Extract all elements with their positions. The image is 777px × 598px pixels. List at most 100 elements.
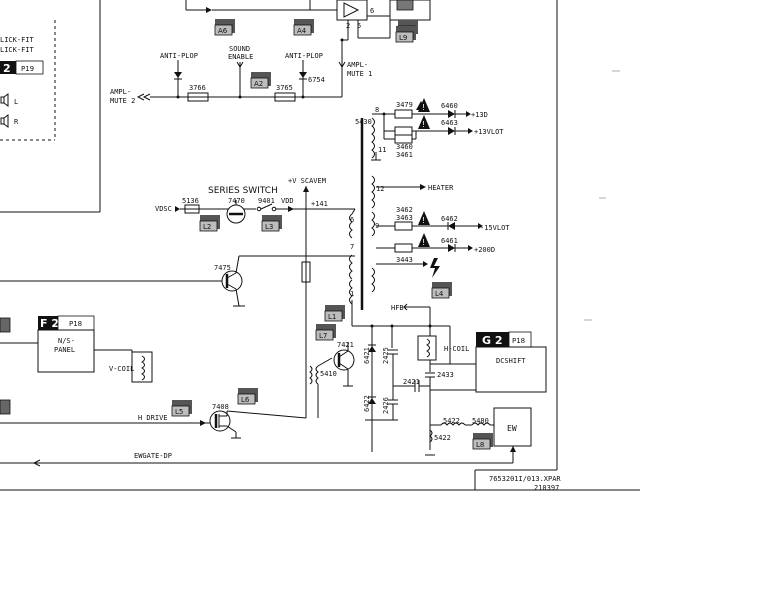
p19-label-box [15,60,44,75]
transformer-pin-12: 12 [376,185,384,193]
h-coil-icon [426,338,430,358]
svg-text:L3: L3 [265,223,273,231]
drawing-date: 210397 [534,484,559,492]
diode-6422-icon [368,398,376,404]
resistor-3479-label: 3479 [396,101,413,109]
capacitor-2425-label: 2425 [382,347,390,364]
speaker-r-icon [0,114,9,128]
svg-text:L2: L2 [203,223,211,231]
vdd-label: VDD [281,197,294,205]
ref-tag-l7: L7 [315,324,336,341]
ew-label: EW [507,424,517,433]
ref-tag-l9: L9 [395,26,416,43]
ref-tag-l8: L8 [472,433,493,450]
diode-6754-label: 6754 [308,76,325,84]
capacitor-2426-label: 2426 [382,397,390,414]
inductor-5136 [184,204,200,214]
svg-text:!: ! [422,238,425,247]
resistor-3462-label: 3462 [396,206,413,214]
transformer-5430-label: 5430 [355,118,372,126]
sound-enable-label-2: ENABLE [228,53,253,61]
v-scavem-label: +V SCAVEM [288,177,326,185]
diode-6421-icon [368,346,376,352]
output-200d-label: +200D [474,246,495,254]
diode-6422-label: 6422 [363,395,371,412]
transformer-pin-6: 6 [350,216,354,224]
capacitor-2421-label: 2421 [403,378,420,386]
transformer-pin-1: 1 [350,290,354,298]
warning-triangle-4-icon: ! [418,233,430,247]
drawing-number: 7653201I/013.XPAR [489,475,561,483]
speaker-r-label: R [14,118,19,126]
deflection-section: F 2 P18 N/S- PANEL V-COIL H DRIVE 7408 5… [0,300,547,467]
resistor-3460-label: 3460 [396,143,413,151]
ref-tag-l6: L6 [237,388,258,405]
f2-label: P18 [69,320,82,328]
click-fit-label-1: LICK-FIT [0,36,35,44]
speaker-l-label: L [14,98,18,106]
ns-panel-box [37,329,95,373]
v141-label: +141 [311,200,328,208]
svg-text:A2: A2 [254,80,263,88]
switch-9401-label: 9401 [258,197,275,205]
capacitor-2433-label: 2433 [437,371,454,379]
g2-number: G 2 [482,334,503,347]
hfb-label: HFB [391,304,404,312]
svg-text:L5: L5 [175,408,183,416]
title-block: 7653201I/013.XPAR 210397 [489,475,561,492]
anti-plop-label-1: ANTI-PLOP [160,52,198,60]
g2-label: P18 [512,337,525,345]
ref-tag-l3: L3 [261,215,282,232]
sheet [0,0,640,490]
ref-tag-left-2 [0,399,11,415]
output-13d-label: +13D [471,111,488,119]
diode-6462-icon [448,222,455,230]
ref-tag-left-1 [0,317,11,333]
output-heater-label: HEATER [428,184,454,192]
svg-text:L9: L9 [399,34,407,42]
sound-enable-label-1: SOUND [229,45,250,53]
ns-panel-label-2: PANEL [54,346,75,354]
h-coil-box [417,335,437,361]
anti-plop-label-2: ANTI-PLOP [285,52,323,60]
diode-6460-label: 6460 [441,102,458,110]
output-15vlot-label: -15VLOT [480,224,510,232]
anti-plop-diode-1-icon [174,72,182,78]
f2-number: F 2 [40,317,59,330]
ampl-mute-2-label-b: MUTE 2 [110,97,135,105]
transformer-5410-label: 5410 [320,370,337,378]
diode-6463-label: 6463 [441,119,458,127]
connector-block: LICK-FIT LICK-FIT 2 P19 L R [0,20,56,141]
v-coil-icon [141,355,145,381]
ref-tag-l5: L5 [171,400,192,417]
transistor-7475-label: 7475 [214,264,231,272]
warning-triangle-3-icon: ! [418,211,430,225]
dcshift-label: DCSHIFT [496,357,526,365]
resistor-3443-label: 3443 [396,256,413,264]
svg-text:L8: L8 [476,441,484,449]
margin-marks [584,70,620,321]
resistor-3765-label: 3765 [276,84,293,92]
p19-number: 2 [3,62,11,75]
resistor-3765 [274,92,296,102]
ampl-mute-1-label-b: MUTE 1 [347,70,372,78]
vdsc-label: VDSC [155,205,172,213]
resistor-3463-label: 3463 [396,214,413,222]
inductor-5136-label: 5136 [182,197,199,205]
inductor-5422-top-label: 5422 [443,417,460,425]
h-coil-label: H-COIL [444,345,469,353]
diode-6421-label: 6421 [363,347,371,364]
high-voltage-bolt-icon [430,258,440,278]
frame-lines [0,0,640,491]
svg-text:L4: L4 [435,290,444,298]
transistor-7421-label: 7421 [337,341,354,349]
ref-tag-a6: A6 [214,19,235,36]
ref-tag-top [396,0,414,11]
audio-amp-ic [336,0,368,21]
ns-panel-label-1: N/S- [58,337,75,345]
transformer-pin-11: 11 [378,146,386,154]
ref-tag-l1: L1 [324,305,345,322]
svg-text:L6: L6 [241,396,250,404]
p19-label: P19 [21,65,34,73]
